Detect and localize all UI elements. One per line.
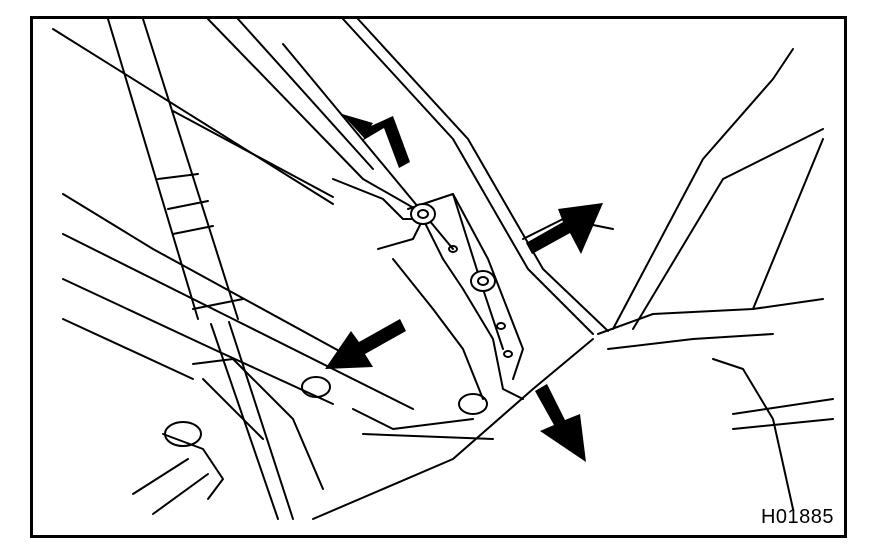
illustration-canvas — [52, 19, 834, 520]
hood-hinge-illustration: H01885 — [30, 16, 847, 538]
hood-edge — [207, 19, 609, 335]
hood-support-strut — [107, 19, 294, 520]
body-panel-lines — [52, 28, 494, 440]
arrow-down-right — [535, 384, 586, 462]
fender-panel — [522, 48, 834, 510]
hinge-bolts — [410, 203, 513, 358]
arrow-up-right — [526, 203, 603, 254]
figure-id-label: H01885 — [760, 506, 834, 528]
lower-bracket — [132, 338, 594, 520]
arrow-down-left — [325, 319, 406, 369]
arrow-up-left — [342, 114, 410, 168]
